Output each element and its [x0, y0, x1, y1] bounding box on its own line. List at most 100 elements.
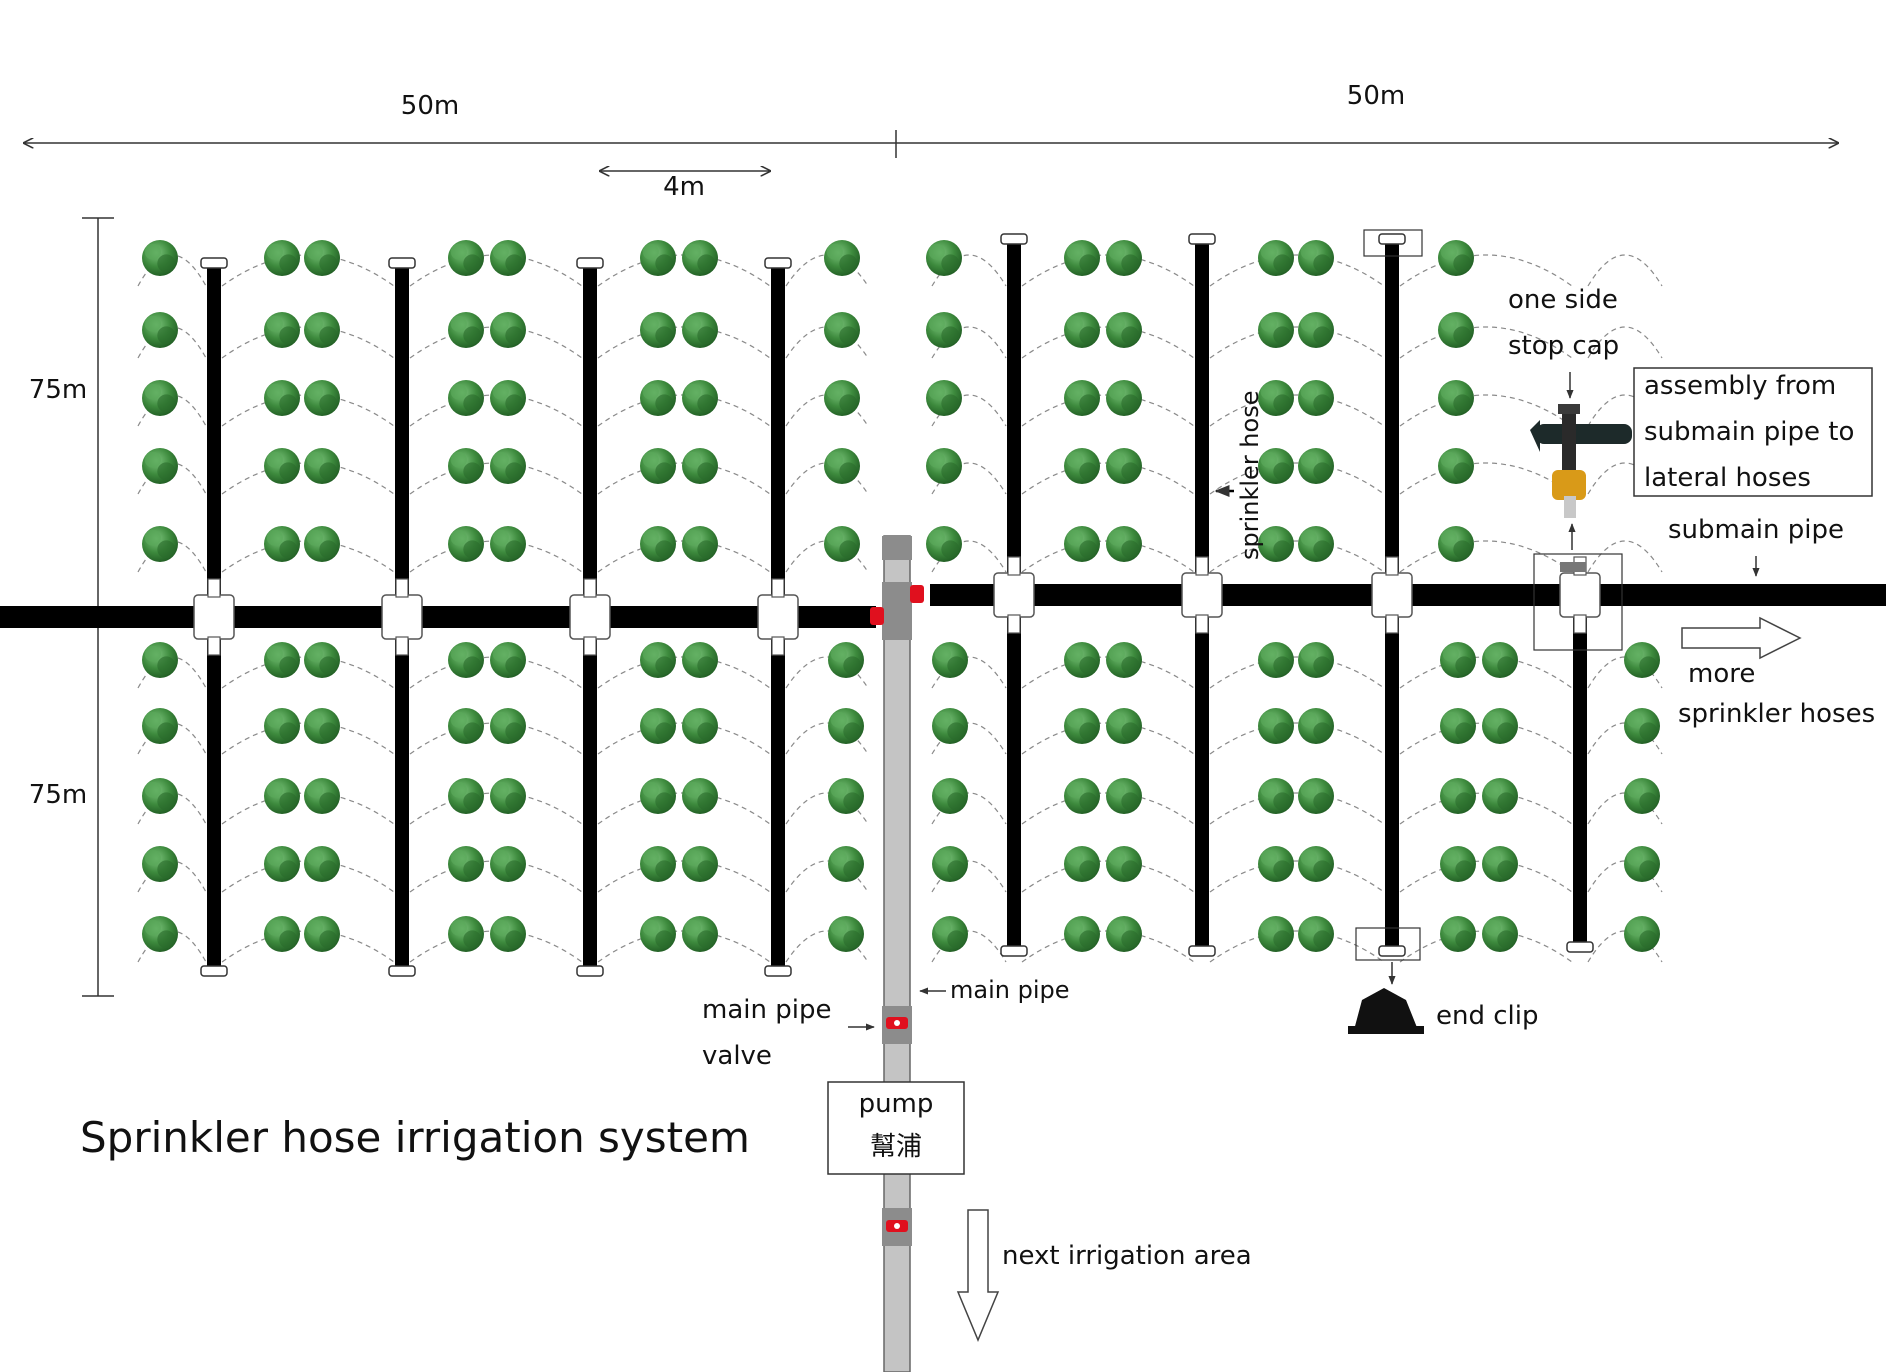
tree-icon	[682, 526, 718, 562]
tree-icon	[1624, 642, 1660, 678]
submain-pipe-callout: submain pipe	[1668, 515, 1844, 577]
tree-icon	[304, 846, 340, 882]
tree-icon	[1064, 526, 1100, 562]
tree-icon	[142, 916, 178, 952]
tree-icon	[1298, 642, 1334, 678]
tree-icon	[142, 778, 178, 814]
tree-icon	[304, 778, 340, 814]
tree-icon	[1438, 240, 1474, 276]
dimension-50m-right: 50m	[895, 81, 1838, 158]
tree-icon	[932, 642, 968, 678]
tree-icon	[1258, 916, 1294, 952]
tree-icon	[1482, 708, 1518, 744]
tree-icon	[142, 526, 178, 562]
tree-icon	[1258, 708, 1294, 744]
tree-icon	[1482, 846, 1518, 882]
tree-icon	[926, 312, 962, 348]
tree-icon	[490, 526, 526, 562]
tree-icon	[1064, 380, 1100, 416]
tree-icon	[1298, 526, 1334, 562]
sprinkler-hose	[1566, 587, 1594, 953]
tree-icon	[824, 526, 860, 562]
tree-icon	[448, 778, 484, 814]
tree-icon	[448, 708, 484, 744]
tree-icon	[1624, 846, 1660, 882]
tree-icon	[1258, 526, 1294, 562]
tee-connector	[569, 578, 611, 656]
tree-icon	[142, 380, 178, 416]
main-pipe-label: main pipe	[950, 976, 1070, 1004]
tree-icon	[1624, 778, 1660, 814]
end-clip-icon	[1354, 988, 1418, 1030]
tree-icon	[448, 240, 484, 276]
tree-icon	[142, 846, 178, 882]
dimension-label-4m: 4m	[663, 172, 705, 202]
stop-cap-callout: one side stop cap	[1363, 229, 1619, 399]
tree-icon	[1064, 642, 1100, 678]
tree-icon	[264, 380, 300, 416]
tee-connector	[993, 556, 1035, 634]
tree-icon	[264, 642, 300, 678]
tree-icon	[926, 526, 962, 562]
pump-label: pump	[859, 1089, 934, 1119]
tree-icon	[1106, 380, 1142, 416]
tree-icon	[448, 916, 484, 952]
tree-icon	[682, 448, 718, 484]
tree-icon	[1258, 380, 1294, 416]
tree-icon	[682, 240, 718, 276]
tree-icon	[1064, 448, 1100, 484]
tree-icon	[1106, 526, 1142, 562]
tree-icon	[824, 240, 860, 276]
tee-connector	[193, 578, 235, 656]
tree-icon	[640, 380, 676, 416]
tree-icon	[1482, 916, 1518, 952]
dimension-50m-left: 50m	[24, 91, 896, 143]
tree-icon	[828, 642, 864, 678]
tree-icon	[1624, 916, 1660, 952]
tree-icon	[264, 240, 300, 276]
tree-icon	[490, 916, 526, 952]
main-pipe-valve-label-line2: valve	[702, 1041, 772, 1071]
tree-icon	[640, 778, 676, 814]
tree-icon	[1106, 642, 1142, 678]
tree-rows	[142, 240, 1660, 952]
tee-connector	[1371, 556, 1413, 634]
main-pipe-valve-icon	[882, 1006, 912, 1044]
tree-icon	[142, 240, 178, 276]
tree-icon	[448, 312, 484, 348]
end-clip-label: end clip	[1436, 1001, 1539, 1031]
tree-icon	[932, 846, 968, 882]
tree-icon	[1624, 708, 1660, 744]
tree-icon	[682, 380, 718, 416]
tree-icon	[448, 448, 484, 484]
assembly-label-line1: assembly from	[1644, 371, 1836, 401]
main-pipe-valve-label-line1: main pipe	[702, 995, 831, 1025]
tree-icon	[264, 526, 300, 562]
tree-icon	[1258, 642, 1294, 678]
tee-connector	[381, 578, 423, 656]
tree-icon	[490, 846, 526, 882]
tree-icon	[926, 380, 962, 416]
tree-icon	[1298, 708, 1334, 744]
next-area-label: next irrigation area	[1002, 1241, 1252, 1271]
tree-icon	[1298, 846, 1334, 882]
tree-icon	[142, 312, 178, 348]
tree-icon	[1440, 916, 1476, 952]
tree-icon	[264, 778, 300, 814]
tree-icon	[490, 448, 526, 484]
tree-icon	[1438, 526, 1474, 562]
tree-icon	[1298, 778, 1334, 814]
tree-icon	[1064, 916, 1100, 952]
tree-icon	[828, 916, 864, 952]
submain-valve-left-icon	[870, 607, 884, 625]
tree-icon	[304, 312, 340, 348]
tree-icon	[926, 448, 962, 484]
tree-icon	[932, 916, 968, 952]
dimension-label-50m-left: 50m	[401, 91, 459, 121]
tree-icon	[1298, 240, 1334, 276]
tree-icon	[640, 916, 676, 952]
tree-icon	[264, 846, 300, 882]
tree-icon	[1298, 312, 1334, 348]
tree-icon	[264, 916, 300, 952]
